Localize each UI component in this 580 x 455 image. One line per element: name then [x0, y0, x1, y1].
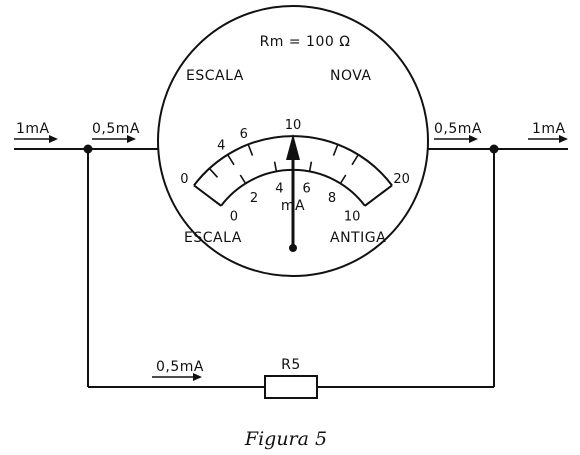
meter-inner-ticks: 02 4 6 8 10	[212, 161, 374, 225]
label-current-meter-in: 0,5mA	[92, 121, 140, 137]
outer-scale-label-0: 0	[180, 172, 188, 187]
label-scale-old-word1: ESCALA	[184, 230, 242, 246]
arrow-shunt	[152, 373, 202, 381]
label-scale-old-word2: ANTIGA	[330, 230, 386, 246]
arrow-output-right	[528, 135, 568, 143]
outer-tick-16	[351, 154, 360, 166]
outer-scale-label-20: 20	[393, 172, 410, 187]
arrow-meter-in	[92, 135, 136, 143]
label-scale-new-word1: ESCALA	[186, 68, 244, 84]
outer-tick-20	[381, 184, 393, 194]
pointer-arrowhead	[286, 134, 300, 160]
outer-tick-6	[247, 144, 254, 156]
left-junction-node	[83, 144, 93, 154]
inner-tick-0	[212, 199, 222, 207]
inner-scale-label-2: 2	[250, 191, 258, 206]
outer-scale-label-6: 6	[240, 127, 248, 142]
label-current-meter-out: 0,5mA	[434, 121, 482, 137]
arrow-meter-out	[434, 135, 478, 143]
inner-scale-label-6: 6	[302, 181, 310, 196]
label-current-shunt: 0,5mA	[156, 359, 204, 375]
inner-scale-label-10: 10	[344, 210, 361, 225]
inner-tick-6	[308, 161, 313, 172]
outer-tick-4	[226, 154, 235, 166]
outer-tick-2	[208, 167, 219, 178]
outer-tick-14	[332, 144, 339, 156]
shunt-resistor	[264, 375, 318, 399]
label-shunt-resistor: R5	[281, 357, 301, 373]
inner-tick-10	[364, 199, 374, 207]
outer-scale-label-4: 4	[217, 138, 225, 153]
right-junction-node	[489, 144, 499, 154]
label-scale-new-word2: NOVA	[330, 68, 372, 84]
arrow-input-left	[14, 135, 58, 143]
meter-pointer	[286, 134, 300, 252]
wires	[14, 144, 568, 388]
figure-caption: Figura 5	[244, 428, 327, 450]
label-current-input: 1mA	[16, 121, 50, 137]
current-arrows	[14, 135, 568, 381]
inner-tick-2	[239, 174, 247, 184]
inner-scale-label-4: 4	[275, 181, 283, 196]
label-current-output: 1mA	[532, 121, 566, 137]
inner-tick-4	[273, 161, 278, 172]
inner-tick-8	[339, 174, 347, 184]
outer-scale-label-10: 10	[285, 118, 302, 133]
label-meter-resistance: Rm = 100 Ω	[260, 34, 351, 50]
outer-tick-0	[193, 184, 205, 194]
pointer-pivot	[289, 244, 297, 252]
inner-scale-label-0: 0	[230, 210, 238, 225]
inner-scale-label-8: 8	[328, 191, 336, 206]
